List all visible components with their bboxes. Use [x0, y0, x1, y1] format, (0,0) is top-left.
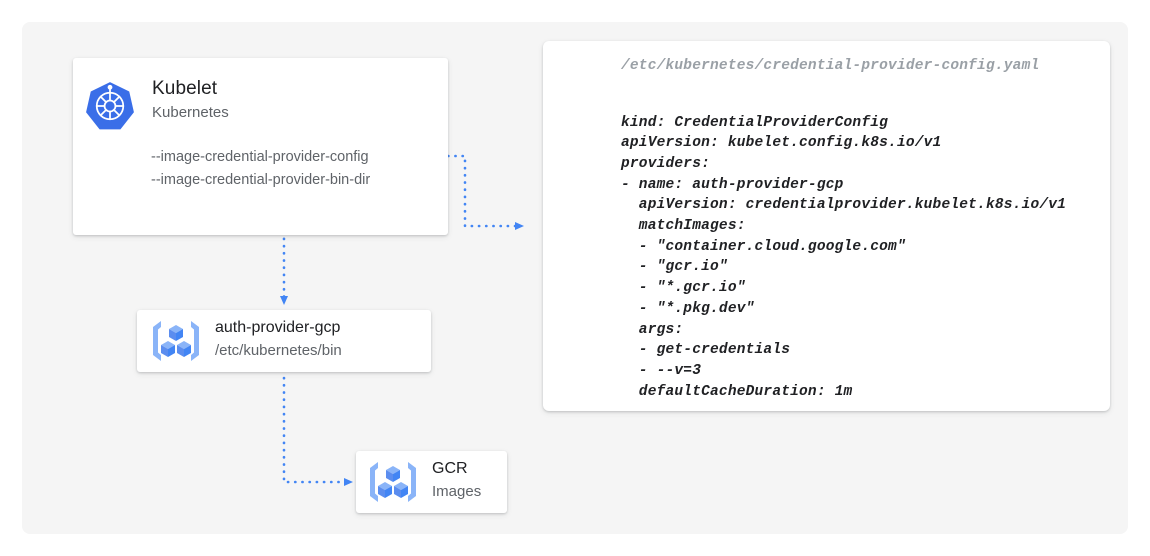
gcr-card[interactable]: GCR Images [356, 451, 507, 513]
yaml-file-path: /etc/kubernetes/credential-provider-conf… [621, 58, 1040, 74]
auth-provider-gcp-title: auth-provider-gcp [215, 319, 341, 336]
gcr-subtitle: Images [432, 483, 482, 500]
gcp-container-registry-icon [153, 321, 199, 361]
kubelet-subtitle: Kubernetes [152, 104, 229, 121]
kubelet-card[interactable]: Kubelet Kubernetes --image-credential-pr… [73, 58, 448, 235]
kubelet-flag-image-credential-provider-bin-dir: --image-credential-provider-bin-dir [151, 172, 371, 188]
kubelet-title: Kubelet [152, 78, 218, 99]
kubelet-flag-image-credential-provider-config: --image-credential-provider-config [151, 149, 369, 165]
credential-provider-config-panel[interactable]: /etc/kubernetes/credential-provider-conf… [543, 41, 1110, 411]
gcr-title: GCR [432, 460, 468, 477]
gcp-container-registry-icon [370, 462, 416, 502]
kubernetes-helm-icon [86, 82, 134, 130]
yaml-content: kind: CredentialProviderConfig apiVersio… [621, 114, 1067, 400]
auth-provider-gcp-subtitle: /etc/kubernetes/bin [215, 342, 342, 359]
auth-provider-gcp-card[interactable]: auth-provider-gcp /etc/kubernetes/bin [137, 310, 431, 372]
